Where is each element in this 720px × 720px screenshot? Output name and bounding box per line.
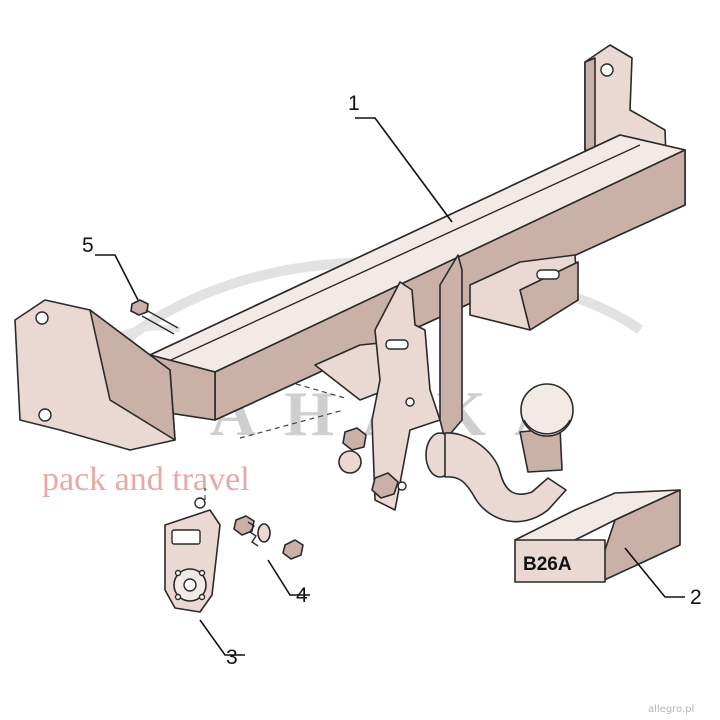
assembly-guide-lines [204,383,346,500]
kit-box-label: B26A [523,554,572,575]
callout-1: 1 [348,92,360,115]
bolt-washer-nut-set [233,515,304,560]
callout-5: 5 [82,234,94,257]
left-mounting-bracket [14,299,176,451]
hitch-bolts [338,427,399,499]
callout-2: 2 [690,586,702,609]
watermark-corner: allegro.pl [648,704,694,715]
tow-ball-assembly [425,383,574,523]
callout-4: 4 [296,584,308,607]
callout-3: 3 [226,646,238,669]
small-bolt [130,299,179,335]
hitch-mounting-plate [371,254,463,511]
electrical-socket-plate [164,497,221,613]
watermark-tagline: pack and travel [42,461,250,498]
electrical-kit-box: B26A [514,489,681,583]
callout-leader-lines [95,117,685,656]
